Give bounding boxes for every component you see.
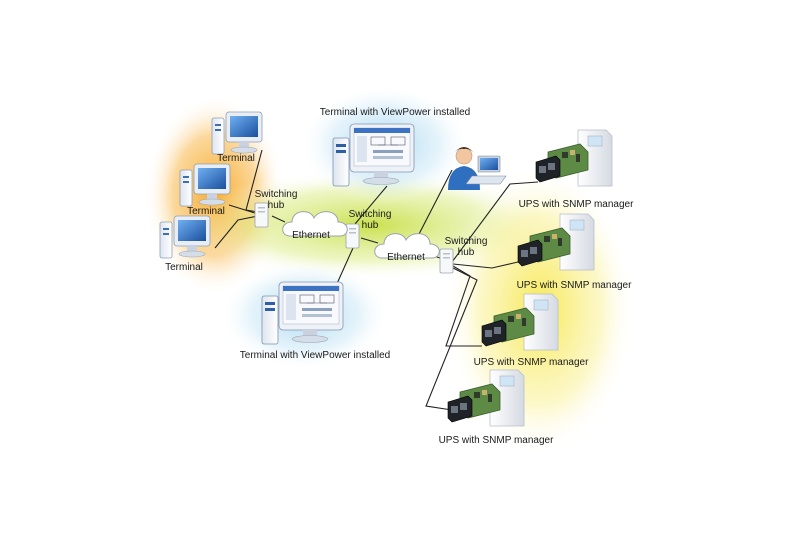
terminal-1-icon [211, 111, 263, 155]
ethernet-label-1: Ethernet [292, 230, 330, 241]
switching-hub-label-2: Switching hub [348, 209, 392, 231]
terminal-2-icon [179, 163, 231, 207]
terminal-3-icon [159, 215, 211, 259]
switching-hub-label-1: Switching hub [254, 189, 298, 211]
ups-label-4: UPS with SNMP manager [438, 435, 554, 446]
ups-label-3: UPS with SNMP manager [473, 357, 589, 368]
ups-label-1: UPS with SNMP manager [518, 199, 634, 210]
terminal-label-2: Terminal [187, 206, 225, 217]
ups-label-2: UPS with SNMP manager [516, 280, 632, 291]
ethernet-label-2: Ethernet [387, 252, 425, 263]
terminal-label-3: Terminal [165, 262, 203, 273]
viewpower-label-bottom: Terminal with ViewPower installed [239, 350, 391, 361]
switching-hub-label-3: Switching hub [444, 236, 488, 258]
viewpower-label-top: Terminal with ViewPower installed [319, 107, 471, 118]
person-laptop-icon [448, 147, 507, 190]
terminal-label-1: Terminal [217, 153, 255, 164]
